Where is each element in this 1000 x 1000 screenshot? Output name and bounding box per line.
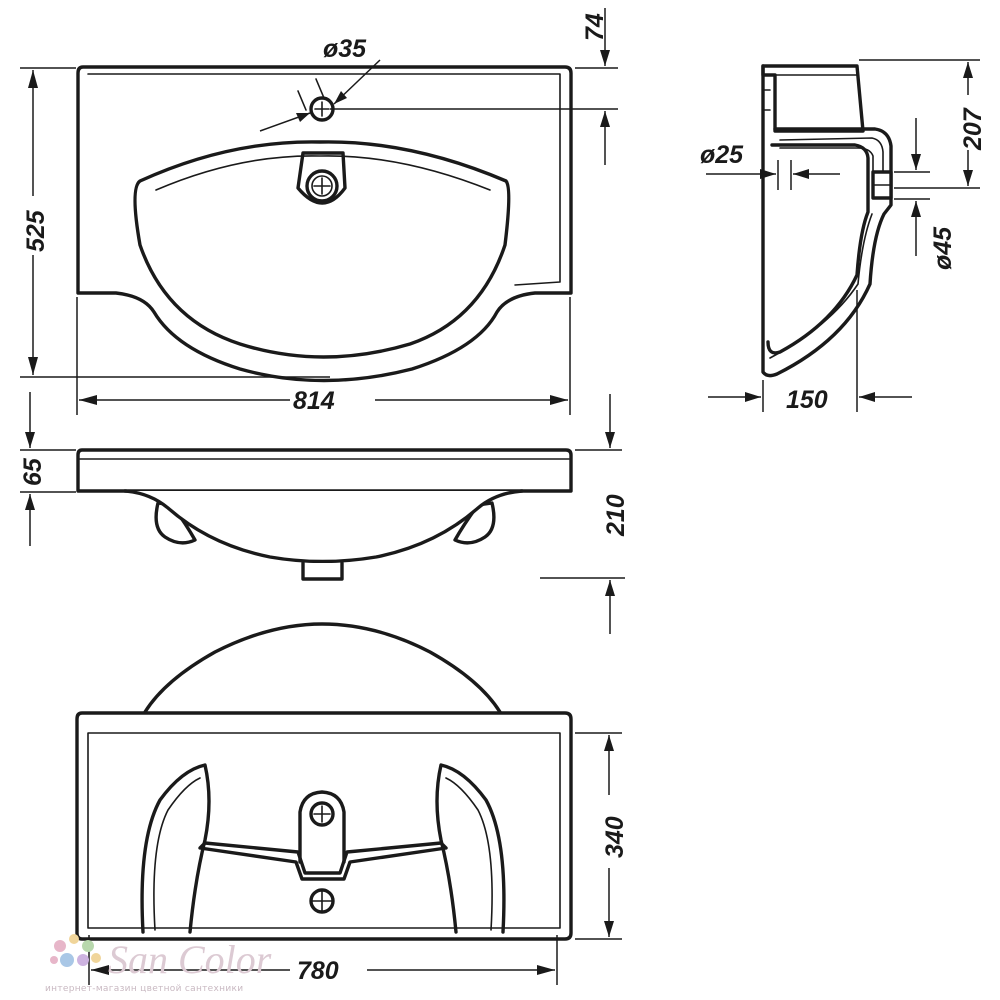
logo-dot bbox=[77, 954, 89, 966]
bottom-view-drain-plate bbox=[298, 790, 346, 864]
dim-label-150: 150 bbox=[786, 386, 828, 414]
dim-label-74: 74 bbox=[581, 13, 609, 41]
bottom-view-left-leg bbox=[140, 763, 211, 934]
logo-dot bbox=[69, 934, 79, 944]
side-view: 207 ø45 ø25 bbox=[700, 59, 987, 414]
bottom-view-back-bulge bbox=[143, 622, 502, 714]
side-view-bowl-wall bbox=[766, 143, 870, 355]
front-view: 65 210 bbox=[19, 392, 630, 634]
front-view-drain bbox=[301, 561, 344, 581]
dim-top-width: 814 bbox=[76, 297, 571, 415]
logo-dot bbox=[60, 953, 74, 967]
overflow-tab bbox=[296, 151, 347, 205]
top-view-inner-edge bbox=[87, 73, 561, 286]
dim-label-o25: ø25 bbox=[700, 141, 744, 169]
top-view-outline bbox=[76, 65, 573, 383]
watermark-logo: San Color интернет-магазин цветной санте… bbox=[45, 934, 272, 994]
dim-label-o35: ø35 bbox=[323, 35, 367, 63]
dim-side-overflow-diameter: ø25 bbox=[700, 141, 840, 190]
top-view-bowl-inner bbox=[155, 155, 491, 191]
dim-label-207: 207 bbox=[959, 107, 987, 151]
logo-dot bbox=[82, 940, 94, 952]
bottom-view-drain-hole bbox=[309, 801, 335, 827]
drain-hole bbox=[305, 169, 339, 203]
dim-tap-offset: 74 bbox=[330, 8, 618, 165]
front-view-right-foot bbox=[453, 501, 496, 545]
side-view-body bbox=[761, 64, 893, 378]
front-view-bowl bbox=[123, 489, 524, 564]
logo-dot bbox=[54, 940, 66, 952]
watermark-brand: San Color bbox=[108, 937, 272, 982]
bottom-view-inner-frame bbox=[87, 732, 561, 929]
tap-hole bbox=[309, 96, 335, 122]
logo-dot bbox=[91, 953, 101, 963]
dim-side-drain-diameter: ø45 bbox=[894, 118, 957, 270]
watermark-tagline: интернет-магазин цветной сантехники bbox=[45, 984, 243, 994]
top-view: 525 814 74 bbox=[20, 8, 618, 415]
dim-label-65: 65 bbox=[19, 457, 47, 486]
dim-front-rim-height: 65 bbox=[19, 392, 76, 546]
dim-side-depth: 150 bbox=[708, 290, 912, 414]
dim-bottom-width: 780 bbox=[88, 935, 558, 985]
logo-dots bbox=[50, 934, 101, 967]
bottom-view-outline bbox=[75, 711, 573, 941]
top-view-bowl bbox=[133, 140, 511, 359]
dim-front-total-height: 210 bbox=[540, 394, 630, 634]
logo-dot bbox=[50, 956, 58, 964]
dim-label-780: 780 bbox=[297, 957, 339, 985]
bottom-view-tap-hole bbox=[309, 888, 335, 914]
dim-top-height: 525 bbox=[20, 67, 330, 378]
dim-label-525: 525 bbox=[22, 209, 50, 252]
front-view-rim bbox=[76, 448, 573, 493]
bottom-view-right-leg bbox=[435, 763, 506, 934]
dim-label-210: 210 bbox=[602, 494, 630, 537]
dim-label-340: 340 bbox=[601, 816, 629, 858]
dim-bottom-depth: 340 bbox=[575, 732, 629, 940]
dim-label-o45: ø45 bbox=[929, 226, 957, 270]
dim-tap-diameter: ø35 bbox=[259, 35, 381, 132]
dim-side-height: 207 bbox=[859, 59, 987, 189]
bottom-view-bracket bbox=[198, 841, 448, 881]
bottom-view: 340 780 bbox=[75, 622, 629, 985]
dim-label-814: 814 bbox=[293, 387, 335, 415]
